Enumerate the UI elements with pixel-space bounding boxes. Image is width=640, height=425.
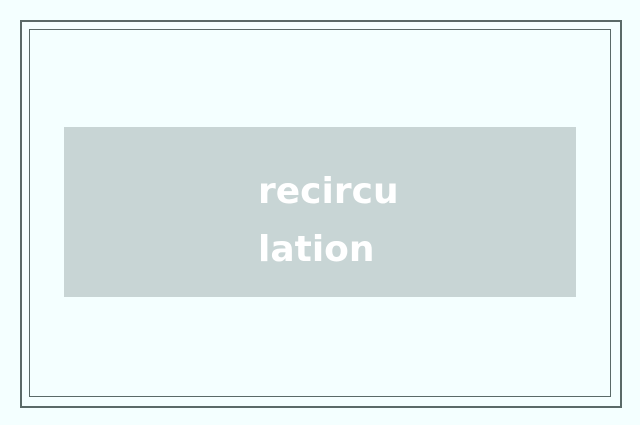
text-line-2: lation xyxy=(258,229,375,270)
text-panel: recircu lation xyxy=(64,127,576,297)
text-line-1: recircu xyxy=(258,171,399,212)
inner-frame xyxy=(29,29,611,397)
outer-frame xyxy=(20,20,622,408)
panel-text: recircu lation xyxy=(258,163,399,279)
